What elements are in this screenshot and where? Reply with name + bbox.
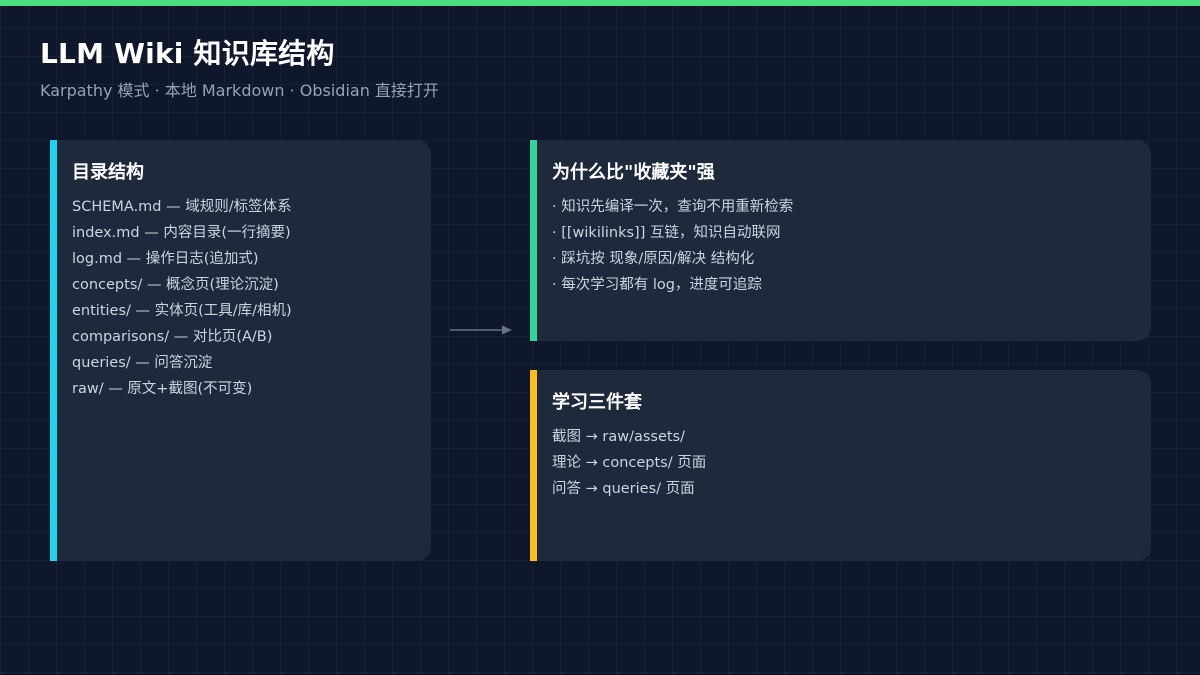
top-accent-bar (0, 0, 1200, 6)
why-card-accent-bar (530, 140, 537, 341)
why-item-pitfalls: · 踩坑按 现象/原因/解决 结构化 (552, 251, 755, 267)
arrow-right-icon (450, 325, 512, 335)
why-item-compile: · 知识先编译一次，查询不用重新检索 (552, 199, 794, 215)
directory-item-index: index.md — 内容目录(一行摘要) (72, 225, 291, 241)
kit-item-qa: 问答 → queries/ 页面 (552, 481, 695, 497)
directory-item-raw: raw/ — 原文+截图(不可变) (72, 381, 253, 397)
directory-item-concepts: concepts/ — 概念页(理论沉淀) (72, 277, 279, 293)
directory-card-title: 目录结构 (72, 162, 144, 183)
kit-item-screenshots: 截图 → raw/assets/ (552, 429, 685, 445)
page-subtitle: Karpathy 模式 · 本地 Markdown · Obsidian 直接打… (40, 81, 439, 100)
page-title: LLM Wiki 知识库结构 (40, 37, 335, 70)
why-item-log: · 每次学习都有 log，进度可追踪 (552, 277, 762, 293)
kit-list: 截图 → raw/assets/ 理论 → concepts/ 页面 问答 → … (552, 424, 706, 502)
directory-item-entities: entities/ — 实体页(工具/库/相机) (72, 303, 292, 319)
directory-structure-card: 目录结构 SCHEMA.md — 域规则/标签体系 index.md — 内容目… (50, 140, 431, 561)
directory-card-accent-bar (50, 140, 57, 561)
directory-item-schema: SCHEMA.md — 域规则/标签体系 (72, 199, 292, 215)
why-better-card: 为什么比"收藏夹"强 · 知识先编译一次，查询不用重新检索 · [[wikili… (530, 140, 1151, 341)
learning-kit-card: 学习三件套 截图 → raw/assets/ 理论 → concepts/ 页面… (530, 370, 1151, 561)
why-card-title: 为什么比"收藏夹"强 (552, 162, 715, 183)
kit-card-accent-bar (530, 370, 537, 561)
why-item-wikilinks: · [[wikilinks]] 互链，知识自动联网 (552, 225, 781, 241)
directory-item-queries: queries/ — 问答沉淀 (72, 355, 213, 371)
why-list: · 知识先编译一次，查询不用重新检索 · [[wikilinks]] 互链，知识… (552, 194, 793, 298)
kit-card-title: 学习三件套 (552, 392, 642, 413)
directory-item-log: log.md — 操作日志(追加式) (72, 251, 259, 267)
kit-item-theory: 理论 → concepts/ 页面 (552, 455, 707, 471)
directory-list: SCHEMA.md — 域规则/标签体系 index.md — 内容目录(一行摘… (72, 194, 292, 402)
directory-item-comparisons: comparisons/ — 对比页(A/B) (72, 329, 273, 345)
